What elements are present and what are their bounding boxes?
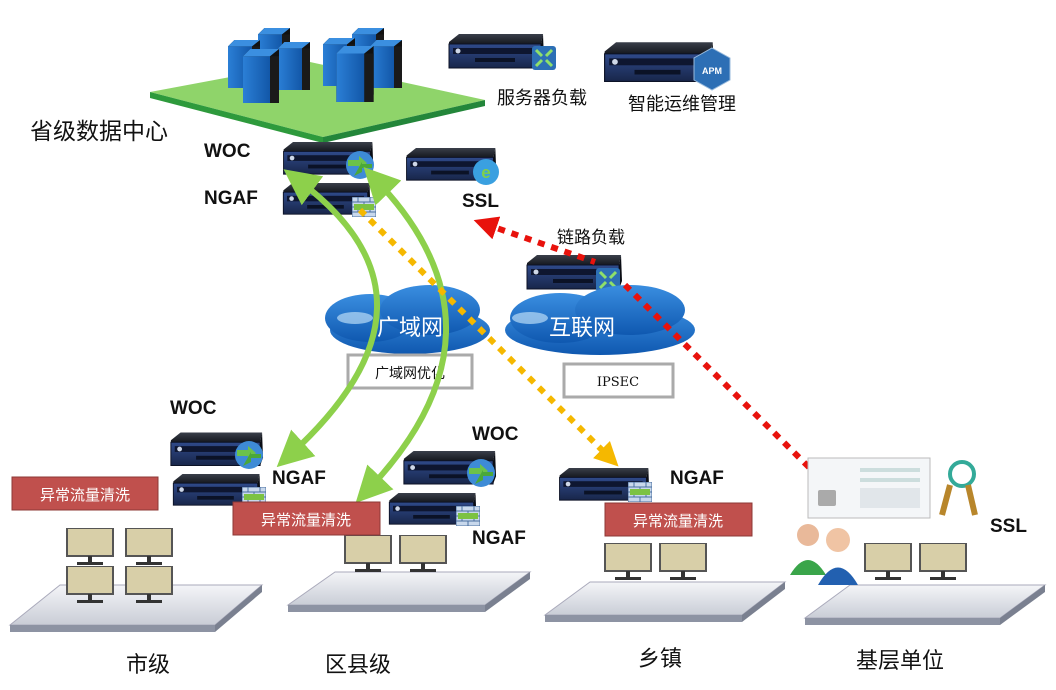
wan-link-county bbox=[355, 167, 449, 504]
ssl-login-screenshot bbox=[807, 457, 931, 519]
town-ngaf-device bbox=[559, 468, 652, 502]
grassroots-ssl-label: SSL bbox=[990, 516, 1027, 537]
svg-text:APM: APM bbox=[702, 66, 722, 76]
svg-text:e: e bbox=[481, 163, 490, 182]
datacenter-title: 省级数据中心 bbox=[30, 119, 168, 145]
site-grassroots bbox=[803, 543, 1047, 625]
link-load-balancer-device bbox=[526, 255, 623, 292]
server-load-balancer-device bbox=[448, 33, 556, 70]
city-cleaning-label: 异常流量清洗 bbox=[40, 486, 130, 504]
dc-woc-device bbox=[283, 142, 374, 179]
link-lb-label: 链路负载 bbox=[557, 228, 625, 248]
datacenter-platform bbox=[150, 62, 485, 143]
apm-icon bbox=[693, 47, 731, 91]
woc-globe-icon bbox=[235, 441, 263, 469]
county-woc-device bbox=[403, 451, 497, 487]
dc-ssl-label: SSL bbox=[462, 191, 499, 212]
town-cleaning-label: 异常流量清洗 bbox=[633, 512, 723, 530]
server-lb-label: 服务器负载 bbox=[497, 88, 587, 109]
keys-icon bbox=[939, 460, 978, 516]
dc-ngaf-label: NGAF bbox=[204, 188, 258, 209]
ie-icon bbox=[473, 159, 499, 185]
users-icon bbox=[790, 524, 858, 585]
load-balance-icon bbox=[532, 46, 556, 70]
city-cleaning-box bbox=[11, 476, 159, 511]
site-city-label: 市级 bbox=[126, 653, 170, 678]
county-ngaf-label: NGAF bbox=[472, 528, 526, 549]
site-grassroots-label: 基层单位 bbox=[856, 649, 944, 674]
city-woc-label: WOC bbox=[170, 398, 217, 419]
county-ngaf-device bbox=[388, 493, 480, 526]
internet-cloud: 互联网 bbox=[505, 285, 695, 355]
ipsec-label: IPSEC bbox=[597, 375, 639, 390]
dc-ssl-device: e bbox=[406, 148, 499, 185]
county-woc-label: WOC bbox=[472, 424, 519, 445]
county-cleaning-box bbox=[232, 501, 381, 536]
woc-globe-icon bbox=[467, 459, 495, 487]
ssl-vpn-link bbox=[485, 224, 842, 500]
wan-cloud: 广域网 bbox=[325, 285, 490, 354]
lock-icon bbox=[818, 490, 836, 506]
apm-label: 智能运维管理 bbox=[628, 94, 736, 115]
county-cleaning-label: 异常流量清洗 bbox=[261, 511, 351, 529]
firewall-icon bbox=[628, 482, 652, 502]
town-cleaning-box bbox=[604, 502, 753, 537]
apm-device: APM bbox=[604, 42, 731, 91]
wan-label: 广域网 bbox=[377, 316, 443, 341]
wan-optimization-label: 广域网优化 bbox=[375, 366, 445, 382]
city-ngaf-label: NGAF bbox=[272, 468, 326, 489]
firewall-icon bbox=[456, 506, 480, 526]
site-county bbox=[286, 535, 532, 612]
city-woc-device bbox=[170, 432, 264, 469]
town-ngaf-label: NGAF bbox=[670, 468, 724, 489]
site-county-label: 区县级 bbox=[325, 653, 391, 678]
dc-woc-label: WOC bbox=[204, 141, 251, 162]
woc-globe-icon bbox=[346, 151, 374, 179]
site-town bbox=[543, 543, 787, 622]
site-town-label: 乡镇 bbox=[638, 647, 682, 672]
ipsec-link bbox=[357, 207, 619, 467]
internet-label: 互联网 bbox=[549, 316, 615, 341]
site-city bbox=[8, 528, 264, 632]
